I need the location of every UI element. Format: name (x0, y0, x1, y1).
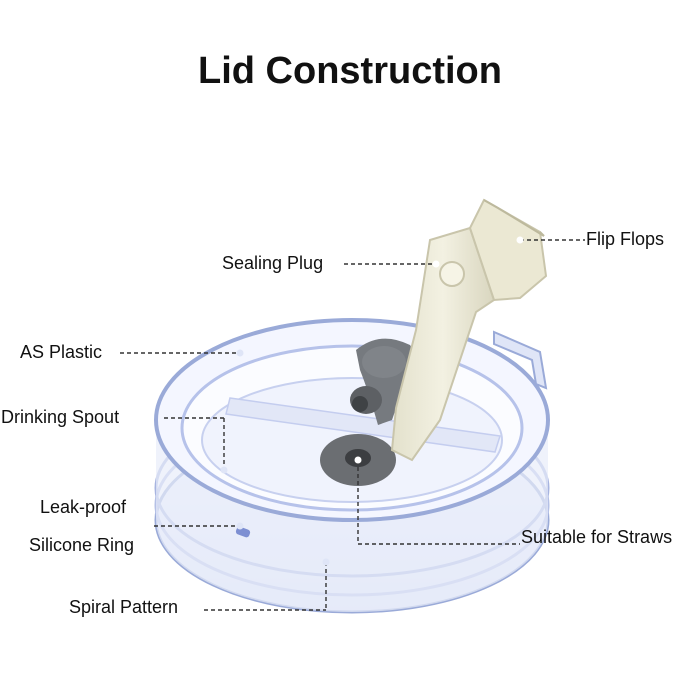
lid-tab (493, 330, 548, 390)
dot-leak-proof (236, 522, 244, 530)
label-suitable-for-straws: Suitable for Straws (521, 527, 673, 547)
dot-spiral (322, 558, 330, 566)
label-leak-proof-line1: Leak-proof (40, 497, 127, 517)
label-drinking-spout: Drinking Spout (1, 407, 120, 427)
leader-lines (120, 239, 585, 611)
flip-cap (390, 198, 548, 462)
sealing-plug-hinge (439, 261, 465, 287)
label-leak-proof-line2: Silicone Ring (29, 535, 135, 555)
dot-drinking-spout (220, 466, 228, 474)
label-flip-flops: Flip Flops (586, 229, 665, 249)
label-spiral-pattern: Spiral Pattern (69, 597, 179, 617)
dot-sealing-plug (432, 260, 440, 268)
leader-dots (220, 236, 524, 566)
dot-flip-flops (516, 236, 524, 244)
dot-as-plastic (236, 349, 244, 357)
label-sealing-plug: Sealing Plug (222, 253, 324, 273)
diagram-title: Lid Construction (198, 50, 502, 92)
nozzle-opening (352, 396, 368, 412)
dot-straws (354, 456, 362, 464)
plug-cap (362, 346, 406, 378)
label-as-plastic: AS Plastic (20, 342, 103, 362)
